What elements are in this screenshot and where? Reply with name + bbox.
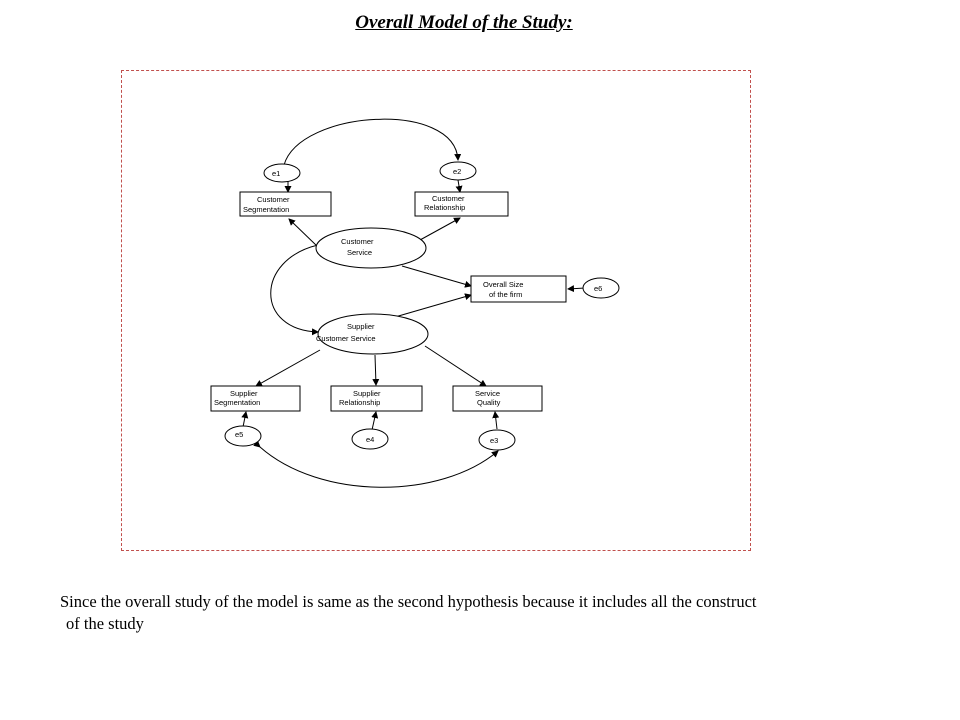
error-e5: e5 [224,425,262,447]
error-label: e5 [235,430,243,439]
box-label-line2: Relationship [424,203,465,212]
arrow-scs-to-size [394,293,472,318]
latent-label-line1: Customer [341,237,374,246]
path-arrows [241,179,586,431]
arrow-e5-to-supseg [241,411,249,428]
latent-customer-service: Customer Service [315,227,427,269]
arrow-e6-to-size [567,285,586,293]
error-label: e6 [594,284,602,293]
body-paragraph: Since the overall study of the model is … [60,591,916,635]
error-label: e2 [453,167,461,176]
box-label-line1: Customer [257,195,290,204]
arrow-scs-to-supseg [255,349,321,387]
covariance-curves [253,118,499,488]
latent-label-line2: Customer Service [316,334,376,343]
error-e3: e3 [478,429,516,451]
box-overall-size: Overall Size of the firm [470,275,567,303]
error-e6: e6 [582,277,620,299]
diagram-frame [121,70,751,551]
arrow-cs-to-custseg [288,218,319,248]
box-label-line2: Segmentation [214,398,260,407]
error-label: e1 [272,169,280,178]
error-e1: e1 [263,163,301,183]
error-label: e4 [366,435,374,444]
error-e4: e4 [351,428,389,450]
arrow-scs-to-suprel [372,354,380,386]
box-label-line1: Overall Size [483,280,523,289]
box-label-line1: Supplier [353,389,381,398]
box-supplier-segmentation: Supplier Segmentation [210,385,301,412]
box-label-line2: Quality [477,398,501,407]
error-e2: e2 [439,161,477,181]
latent-label-line2: Service [347,248,372,257]
box-service-quality: Service Quality [452,385,543,412]
body-line-1: Since the overall study of the model is … [60,592,757,611]
arrow-e3-to-servq [492,411,500,430]
latent-label-line1: Supplier [347,322,375,331]
arrow-cs-to-size [401,265,472,288]
cov-cs-scs [270,240,325,336]
box-customer-relationship: Customer Relationship [414,191,509,217]
box-label-line2: Relationship [339,398,380,407]
arrow-cs-to-custrel [419,217,461,241]
slide-title: Overall Model of the Study: [355,12,573,33]
box-label-line1: Service [475,389,500,398]
cov-e5-e3 [253,440,499,488]
box-label-line1: Supplier [230,389,258,398]
box-label-line2: Segmentation [243,205,289,214]
box-customer-segmentation: Customer Segmentation [239,191,332,217]
arrow-scs-to-servq [424,345,487,387]
error-label: e3 [490,436,498,445]
box-label-line2: of the firm [489,290,522,299]
cov-e1-e2 [278,118,462,172]
arrow-e4-to-suprel [371,411,379,431]
box-supplier-relationship: Supplier Relationship [330,385,423,412]
latent-supplier-customer-service: Supplier Customer Service [316,313,429,355]
arrow-e2-to-custrel [455,179,463,193]
body-line-2: of the study [66,614,144,633]
box-label-line1: Customer [432,194,465,203]
